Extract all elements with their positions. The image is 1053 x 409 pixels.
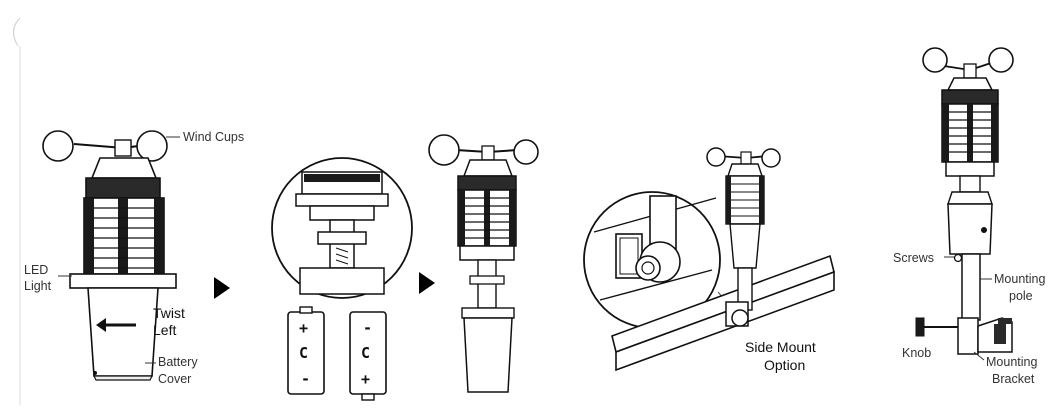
battery-a-bottom-sign: - bbox=[301, 370, 310, 388]
step-4-side-mount: Side Mount Option bbox=[583, 147, 835, 373]
page-edge bbox=[13, 17, 21, 47]
mounting-bracket-label-line2: Bracket bbox=[992, 372, 1035, 386]
knob-label: Knob bbox=[902, 346, 931, 360]
screws-label: Screws bbox=[893, 251, 934, 265]
battery-b-top-sign: - bbox=[363, 319, 372, 337]
led-light-label-line1: LED bbox=[24, 263, 48, 277]
battery-a-top-sign: + bbox=[299, 319, 308, 337]
step-1-sensor-battery-cover: Wind Cups LED Light Twist Left Battery C… bbox=[24, 130, 244, 386]
battery-b: - C + bbox=[349, 311, 387, 401]
twist-left-arrow-icon bbox=[96, 318, 136, 332]
step-5-pole-mount: Screws Mounting pole Knob Mounting Brack… bbox=[893, 47, 1045, 386]
mounting-pole-label-line1: Mounting bbox=[994, 272, 1045, 286]
step-arrow-icon bbox=[214, 277, 230, 299]
knob-icon bbox=[915, 317, 958, 337]
step-2-battery-compartment: + C - - C + bbox=[271, 157, 413, 401]
battery-cover-label-line2: Cover bbox=[158, 372, 191, 386]
mounting-bracket-label-line1: Mounting bbox=[986, 355, 1037, 369]
step-arrow-icon bbox=[419, 272, 435, 294]
led-light-label-line2: Light bbox=[24, 279, 52, 293]
step-3-sensor-reassembled bbox=[428, 134, 539, 393]
battery-cover-label-line1: Battery bbox=[158, 355, 198, 369]
twist-left-label-line1: Twist bbox=[153, 305, 185, 321]
battery-b-type: C bbox=[361, 344, 370, 362]
mounting-pole-label-line2: pole bbox=[1009, 289, 1033, 303]
side-mount-label-line2: Option bbox=[764, 357, 805, 373]
wind-cups-label: Wind Cups bbox=[183, 130, 244, 144]
battery-a-type: C bbox=[299, 344, 308, 362]
twist-left-label-line2: Left bbox=[153, 322, 176, 338]
wind-cups bbox=[42, 130, 168, 162]
battery-b-bottom-sign: + bbox=[361, 370, 370, 388]
battery-a: + C - bbox=[287, 306, 325, 395]
side-mount-label-line1: Side Mount bbox=[745, 339, 816, 355]
